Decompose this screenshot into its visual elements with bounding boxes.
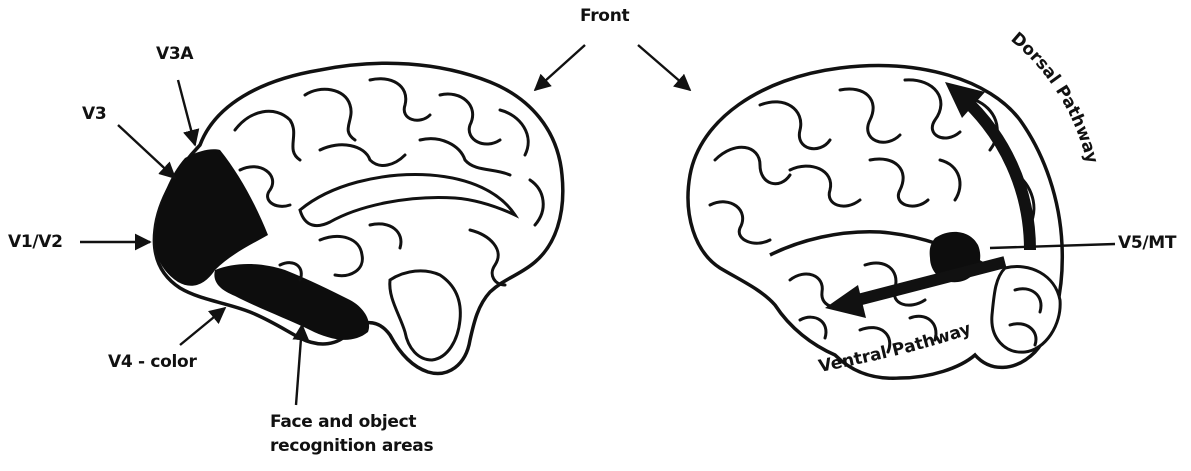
face-label-line2: recognition areas bbox=[270, 434, 433, 458]
v4-arrow bbox=[180, 308, 225, 345]
v1v2-label: V1/V2 bbox=[8, 232, 63, 252]
v4-label: V4 - color bbox=[108, 352, 197, 372]
v3a-label: V3A bbox=[156, 44, 193, 64]
lateral-brain-view bbox=[688, 66, 1062, 379]
v5mt-label: V5/MT bbox=[1118, 233, 1176, 253]
front-label: Front bbox=[580, 6, 629, 26]
front-arrow-right bbox=[638, 45, 690, 90]
v3-arrow bbox=[118, 125, 175, 178]
medial-brain-view bbox=[154, 63, 562, 373]
face-label-line1: Face and object bbox=[270, 410, 433, 434]
cerebellum bbox=[992, 267, 1060, 353]
v3-label: V3 bbox=[82, 104, 106, 124]
face-recognition-label: Face and object recognition areas bbox=[270, 410, 433, 458]
v3a-arrow bbox=[178, 80, 195, 145]
front-arrow-left bbox=[535, 45, 585, 90]
